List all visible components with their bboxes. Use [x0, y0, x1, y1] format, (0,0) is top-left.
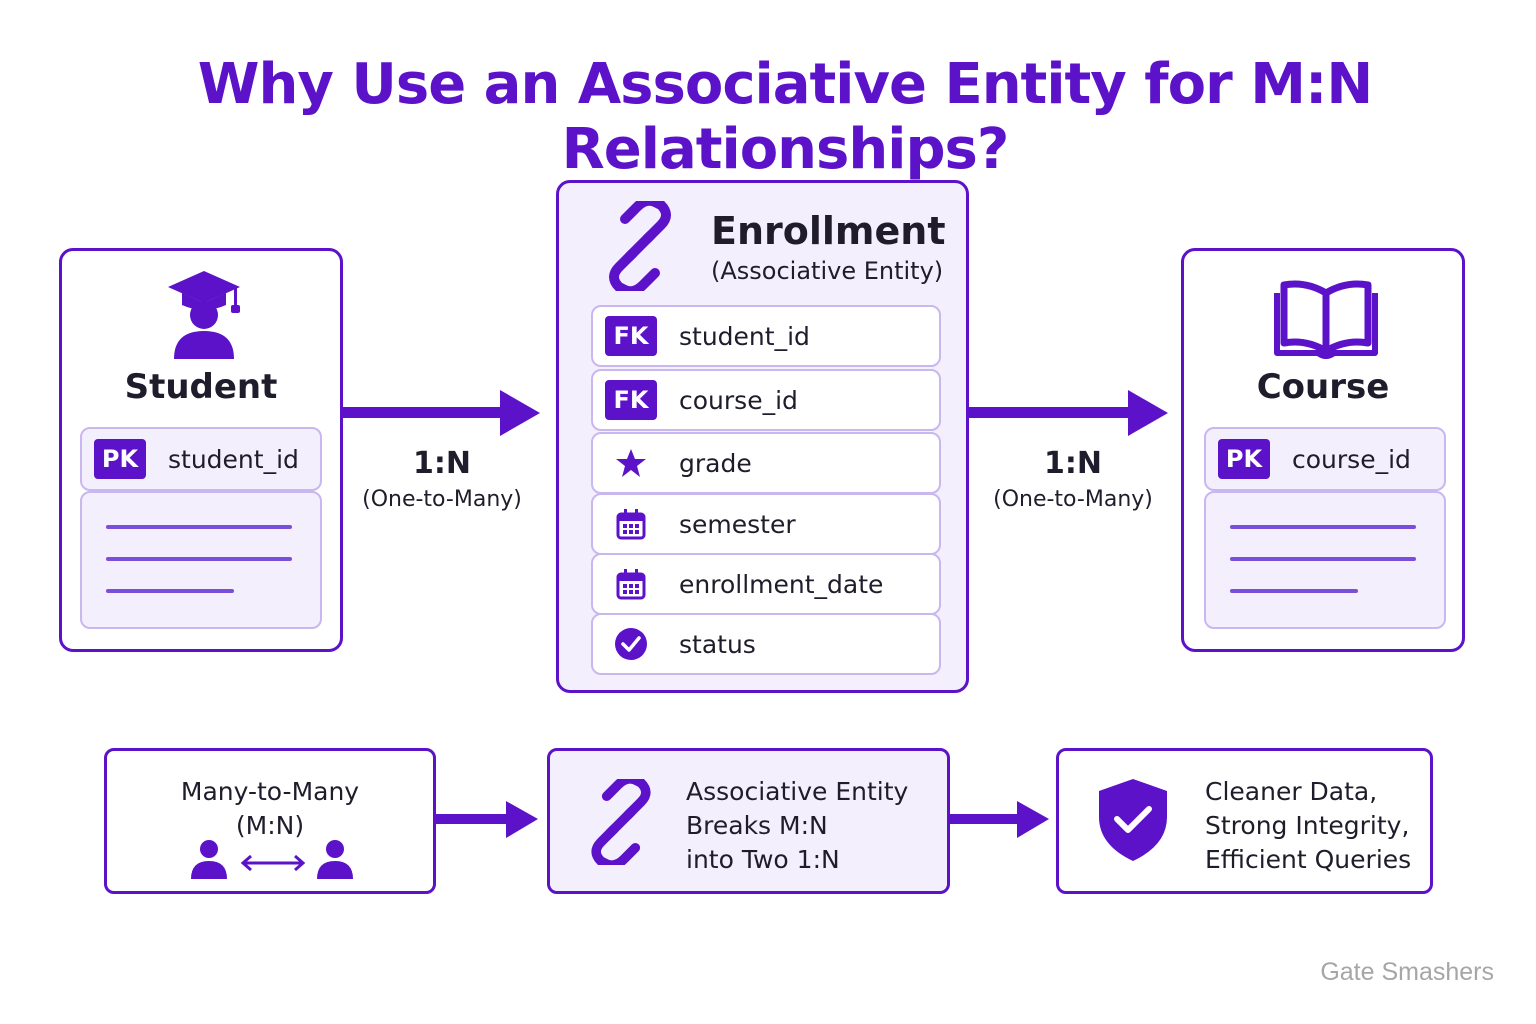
fk-badge: FK: [605, 316, 657, 356]
field-label: status: [679, 629, 756, 659]
calendar-icon: [616, 509, 646, 540]
attribute-line: [1230, 589, 1358, 593]
course-name: Course: [1256, 367, 1390, 407]
two-users-bidirectional-icon: [191, 840, 353, 879]
enrollment-subtitle: (Associative Entity): [711, 257, 944, 285]
flow-step-associative-entity: Associative Entity Breaks M:N into Two 1…: [547, 748, 950, 894]
flow-step3-line2: Strong Integrity,: [1205, 811, 1410, 840]
page-title: Why Use an Associative Entity for M:N Re…: [197, 52, 1373, 182]
flow-arrow-2: [947, 801, 1049, 838]
right-cardinality: 1:N: [1044, 446, 1102, 481]
shield-check-icon: [1099, 779, 1167, 861]
flow-step1-line1: Many-to-Many: [180, 777, 360, 806]
left-cardinality: 1:N: [413, 446, 471, 481]
course-pk-field: course_id: [1292, 444, 1411, 474]
flow-step2-line1: Associative Entity: [686, 777, 909, 806]
attribute-line: [1230, 557, 1416, 561]
flow-step3-line1: Cleaner Data,: [1205, 777, 1378, 806]
student-pk-field: student_id: [168, 444, 299, 474]
attribute-line: [106, 557, 292, 561]
student-pk-row: PK student_id: [80, 427, 322, 491]
flow-step2-line3: into Two 1:N: [686, 845, 840, 874]
enrollment-entity: Enrollment (Associative Entity) FK stude…: [556, 180, 969, 693]
left-relationship-label: 1:N (One-to-Many): [342, 446, 542, 512]
flow-step-many-to-many: Many-to-Many (M:N): [104, 748, 436, 894]
attribute-line: [106, 589, 234, 593]
enrollment-name: Enrollment: [711, 209, 946, 253]
student-to-enrollment-arrow: [340, 390, 540, 436]
attribute-line: [1230, 525, 1416, 529]
graduate-icon: [168, 271, 240, 359]
watermark: Gate Smashers: [1320, 958, 1494, 986]
field-label: enrollment_date: [679, 569, 884, 599]
enrollment-field-enrollment-date: enrollment_date: [591, 553, 941, 615]
field-label: student_id: [679, 321, 810, 351]
check-circle-icon: [615, 628, 647, 660]
right-relationship-label: 1:N (One-to-Many): [968, 446, 1178, 512]
enrollment-to-course-arrow: [966, 390, 1168, 436]
right-cardinality-description: (One-to-Many): [993, 487, 1153, 512]
student-attributes-placeholder: [80, 491, 322, 629]
field-label: semester: [679, 509, 796, 539]
enrollment-field-course-id: FK course_id: [591, 369, 941, 431]
enrollment-field-semester: semester: [591, 493, 941, 555]
pk-badge: PK: [94, 439, 146, 479]
fk-badge: FK: [605, 380, 657, 420]
star-icon: [616, 449, 646, 477]
course-pk-row: PK course_id: [1204, 427, 1446, 491]
course-entity: Course PK course_id: [1181, 248, 1465, 652]
flow-step2-line2: Breaks M:N: [686, 811, 828, 840]
flow-step3-line3: Efficient Queries: [1205, 845, 1412, 874]
student-name: Student: [124, 367, 278, 407]
enrollment-field-student-id: FK student_id: [591, 305, 941, 367]
enrollment-field-grade: grade: [591, 432, 941, 494]
open-book-icon: [1274, 280, 1378, 359]
link-icon: [591, 779, 651, 865]
enrollment-field-status: status: [591, 613, 941, 675]
attribute-line: [106, 525, 292, 529]
course-attributes-placeholder: [1204, 491, 1446, 629]
left-cardinality-description: (One-to-Many): [362, 487, 522, 512]
field-label: grade: [679, 448, 752, 478]
link-icon: [609, 201, 671, 291]
flow-step1-line2: (M:N): [235, 811, 305, 840]
flow-arrow-1: [434, 801, 538, 838]
flow-step-benefits: Cleaner Data, Strong Integrity, Efficien…: [1056, 748, 1433, 894]
calendar-icon: [616, 569, 646, 600]
field-label: course_id: [679, 385, 798, 415]
pk-badge: PK: [1218, 439, 1270, 479]
student-entity: Student PK student_id: [59, 248, 343, 652]
